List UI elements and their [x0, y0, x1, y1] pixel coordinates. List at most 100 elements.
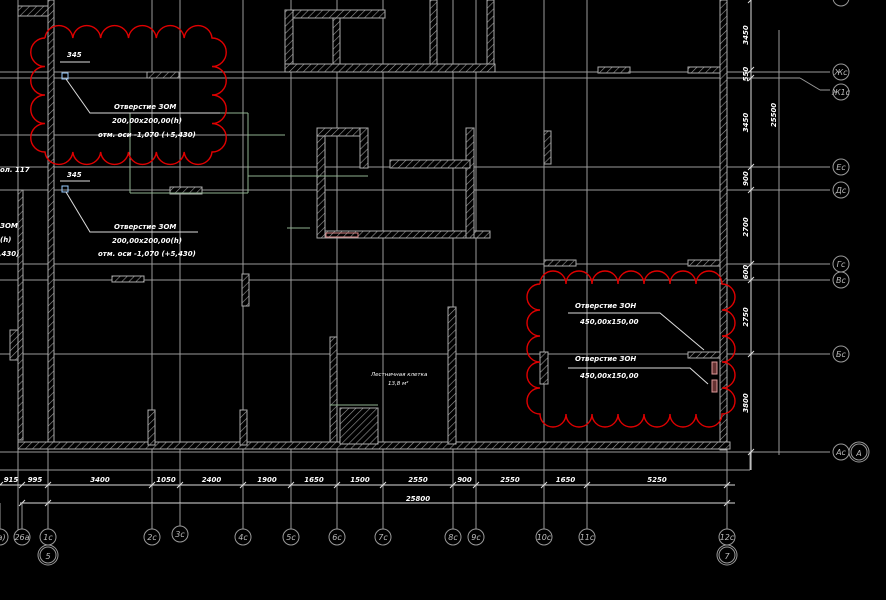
- walls: [9, 0, 731, 451]
- dimension-tick: [747, 260, 755, 268]
- wall-segment: [719, 0, 728, 451]
- major-axis-bubble-right[interactable]: А: [848, 441, 870, 463]
- axis-label: Ж1с: [831, 88, 851, 97]
- major-axis-bubble[interactable]: 5: [37, 544, 59, 566]
- axis-circle: [832, 271, 850, 289]
- hole-note-1[interactable]: 345 Отверстие ЗОМ 200,00х200,00(h) отм. …: [67, 51, 196, 139]
- axis-label: 7c: [378, 533, 388, 542]
- wall-segment: [359, 127, 369, 169]
- dimension-tick: [148, 481, 156, 489]
- dimension-tick: [747, 66, 755, 74]
- wall-segment: [316, 127, 326, 239]
- axis-bubble[interactable]: 10c: [535, 528, 553, 546]
- dimension-label: 900: [457, 476, 472, 484]
- axis-label: Гс: [837, 260, 846, 269]
- dimension-tick: [333, 481, 341, 489]
- wall-segment: [597, 66, 631, 74]
- hole-note-2[interactable]: 345 Отверстие ЗОМ 200,00х200,00(h) отм. …: [67, 171, 196, 258]
- wall-segment: [539, 351, 549, 385]
- hole-size: 450,00х150,00: [580, 318, 639, 326]
- wall-segment: [465, 127, 475, 239]
- axis-circle: [234, 528, 252, 546]
- axis-label: 5c: [286, 533, 296, 542]
- wall-segment: [543, 259, 577, 267]
- axis-label: 2c: [147, 533, 157, 542]
- axis-circle: [832, 83, 850, 101]
- axis-bubble[interactable]: 7c: [374, 528, 392, 546]
- hole-size: 200,00х200,00(h): [112, 237, 182, 245]
- dimension-tick: [747, 74, 755, 82]
- axis-bubble[interactable]: 26a: [13, 528, 31, 546]
- axis-bubble-right[interactable]: Бс: [832, 345, 850, 363]
- dimension-tick: [176, 481, 184, 489]
- axis-bubble[interactable]: 12c: [718, 528, 736, 546]
- axis-bubble[interactable]: 4c: [234, 528, 252, 546]
- beam-marker: [325, 232, 359, 238]
- axis-circle: [143, 528, 161, 546]
- dimension-label: 2750: [742, 307, 750, 327]
- hole-title: Отверстие ЗОМ: [114, 103, 176, 111]
- wall-segment: [9, 329, 19, 361]
- axis-bubble-right[interactable]: Вс: [832, 271, 850, 289]
- axis-label: 11c: [580, 533, 595, 542]
- axis-circle-clipped: [832, 0, 850, 7]
- dimension-label: 1650: [556, 476, 576, 484]
- axis-bubble[interactable]: 2c: [143, 528, 161, 546]
- axis-label: 1c: [43, 533, 53, 542]
- axis-label: 10c: [537, 533, 552, 542]
- wall-segment: [389, 159, 471, 169]
- dimension-tick: [379, 481, 387, 489]
- right-hole-note-2[interactable]: Отверстие ЗОН 450,00х150,00: [575, 355, 639, 380]
- axis-circle: [328, 528, 346, 546]
- axis-bubble[interactable]: 5c: [282, 528, 300, 546]
- leader-line: [65, 191, 198, 233]
- axis-bubble-right[interactable]: Ас: [832, 443, 850, 461]
- axis-circle: [444, 528, 462, 546]
- axis-bubble[interactable]: 3c: [171, 525, 189, 543]
- axis-bubble[interactable]: 6c: [328, 528, 346, 546]
- axis-bubble[interactable]: (a): [0, 528, 9, 546]
- dimension-label: 3450: [742, 113, 750, 133]
- room-name: Лестничная клетка: [370, 372, 428, 378]
- axis-bubble[interactable]: 1c: [39, 528, 57, 546]
- hole-marker: [711, 361, 718, 375]
- revision-cloud: [526, 270, 736, 428]
- axis-bubble-right[interactable]: Дс: [832, 181, 850, 199]
- wall-segment: [284, 63, 496, 73]
- axis-circle: [467, 528, 485, 546]
- axis-bubble-right[interactable]: Жс: [832, 63, 850, 81]
- hole-title: Отверстие ЗОМ: [114, 223, 176, 231]
- total-dimension-label: 25800: [406, 495, 430, 503]
- axis-label: 9c: [471, 533, 481, 542]
- axis-bubble-right[interactable]: Ж1с: [831, 83, 851, 101]
- axis-circle: [171, 525, 189, 543]
- axis-bubble[interactable]: 9c: [467, 528, 485, 546]
- axis-circle: [374, 528, 392, 546]
- wall-segment: [329, 336, 338, 443]
- axis-circle: [282, 528, 300, 546]
- wall-segment: [111, 275, 145, 283]
- axis-bubble[interactable]: 8c: [444, 528, 462, 546]
- dimension-label: 3400: [90, 476, 110, 484]
- wall-segment: [47, 0, 55, 446]
- dimension-tick: [747, 350, 755, 358]
- dimension-label: 1050: [156, 476, 176, 484]
- dimension-label: 1650: [304, 476, 324, 484]
- wall-segment: [17, 5, 49, 17]
- major-axis-bubble[interactable]: 7: [716, 544, 738, 566]
- axis-label: 5: [45, 552, 50, 561]
- leader-line: [65, 78, 220, 114]
- wall-segment: [687, 351, 721, 359]
- axis-bubble-right[interactable]: Ес: [832, 158, 850, 176]
- room-label[interactable]: Лестничная клетка 13,8 м²: [370, 372, 428, 387]
- axis-label: Ас: [835, 448, 846, 457]
- wall-segment: [17, 189, 24, 441]
- axis-bubble-right[interactable]: Гс: [832, 255, 850, 273]
- axis-bubble[interactable]: 11c: [578, 528, 596, 546]
- axis-label: 3c: [175, 530, 185, 539]
- dimension-tick: [583, 481, 591, 489]
- right-hole-note-1[interactable]: Отверстие ЗОН 450,00х150,00: [575, 302, 639, 326]
- axis-circle: [718, 546, 736, 564]
